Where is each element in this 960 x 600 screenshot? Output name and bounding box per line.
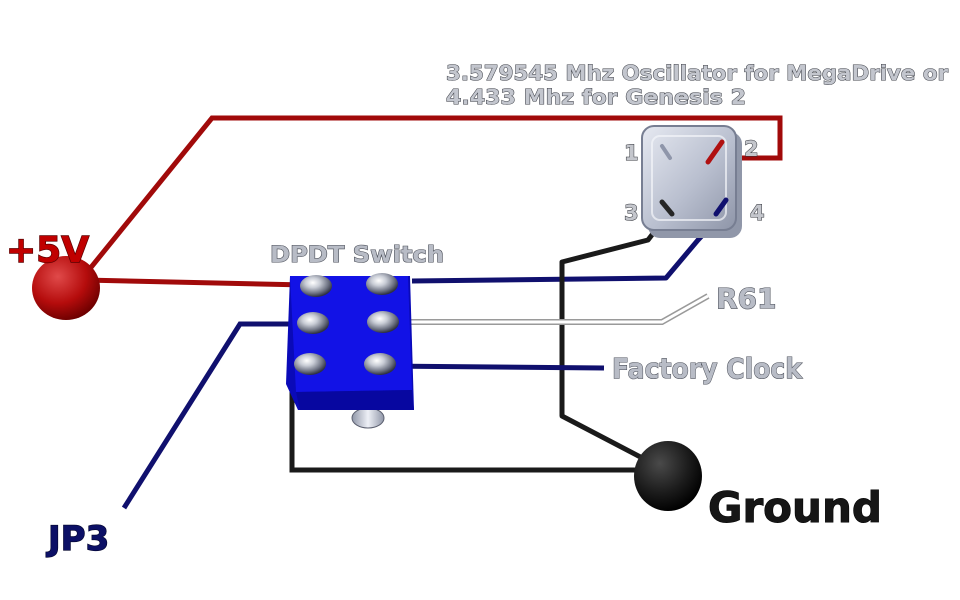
power-to-oscillator-wire — [82, 115, 783, 278]
oscillator-pin-4-label: 4 — [750, 201, 765, 225]
oscillator-pin-1-label: 1 — [624, 141, 639, 165]
switch-pin-middle-right — [367, 311, 399, 333]
oscillator-bevel — [651, 135, 727, 221]
r61-wire — [380, 294, 709, 324]
ground-label: Ground — [708, 483, 882, 532]
oscillator-pin-1-lead — [660, 144, 672, 160]
switch-pin-top-right — [366, 273, 398, 295]
power-terminal — [32, 256, 100, 320]
switch-pin-bottom-left — [294, 353, 326, 375]
switch-label: DPDT Switch — [270, 243, 444, 268]
oscillator-note-line2: 4.433 Mhz for Genesis 2 — [446, 85, 746, 109]
dpdt-switch — [286, 273, 414, 429]
oscillator-ground-wire — [559, 212, 670, 465]
factory-clock-label: Factory Clock — [612, 352, 803, 385]
oscillator-pin-2-lead — [705, 139, 725, 165]
oscillator-pin-2-label: 2 — [744, 137, 759, 161]
switch-pin-top-left — [300, 275, 332, 297]
switch-pin-middle-left — [297, 312, 329, 334]
ground-terminal — [634, 441, 702, 511]
power-label: +5V — [6, 230, 89, 271]
oscillator-pin-3-lead — [659, 199, 675, 217]
oscillator-pin-4-lead — [713, 197, 729, 217]
power-to-switch-wire — [83, 277, 307, 288]
switch-lever — [351, 407, 385, 429]
oscillator — [641, 125, 742, 238]
oscillator-pin-3-label: 3 — [624, 201, 639, 225]
factory-clock-wire — [377, 363, 605, 371]
switch-pin-bottom-right — [364, 353, 396, 375]
jp3-wire — [121, 321, 310, 510]
resistor-label: R61 — [716, 282, 777, 315]
r61-wire-outline — [380, 293, 710, 325]
oscillator-note-line1: 3.579545 Mhz Oscillator for MegaDrive or — [446, 61, 948, 85]
jumper-label: JP3 — [46, 519, 109, 559]
switch-body-front — [296, 390, 414, 410]
